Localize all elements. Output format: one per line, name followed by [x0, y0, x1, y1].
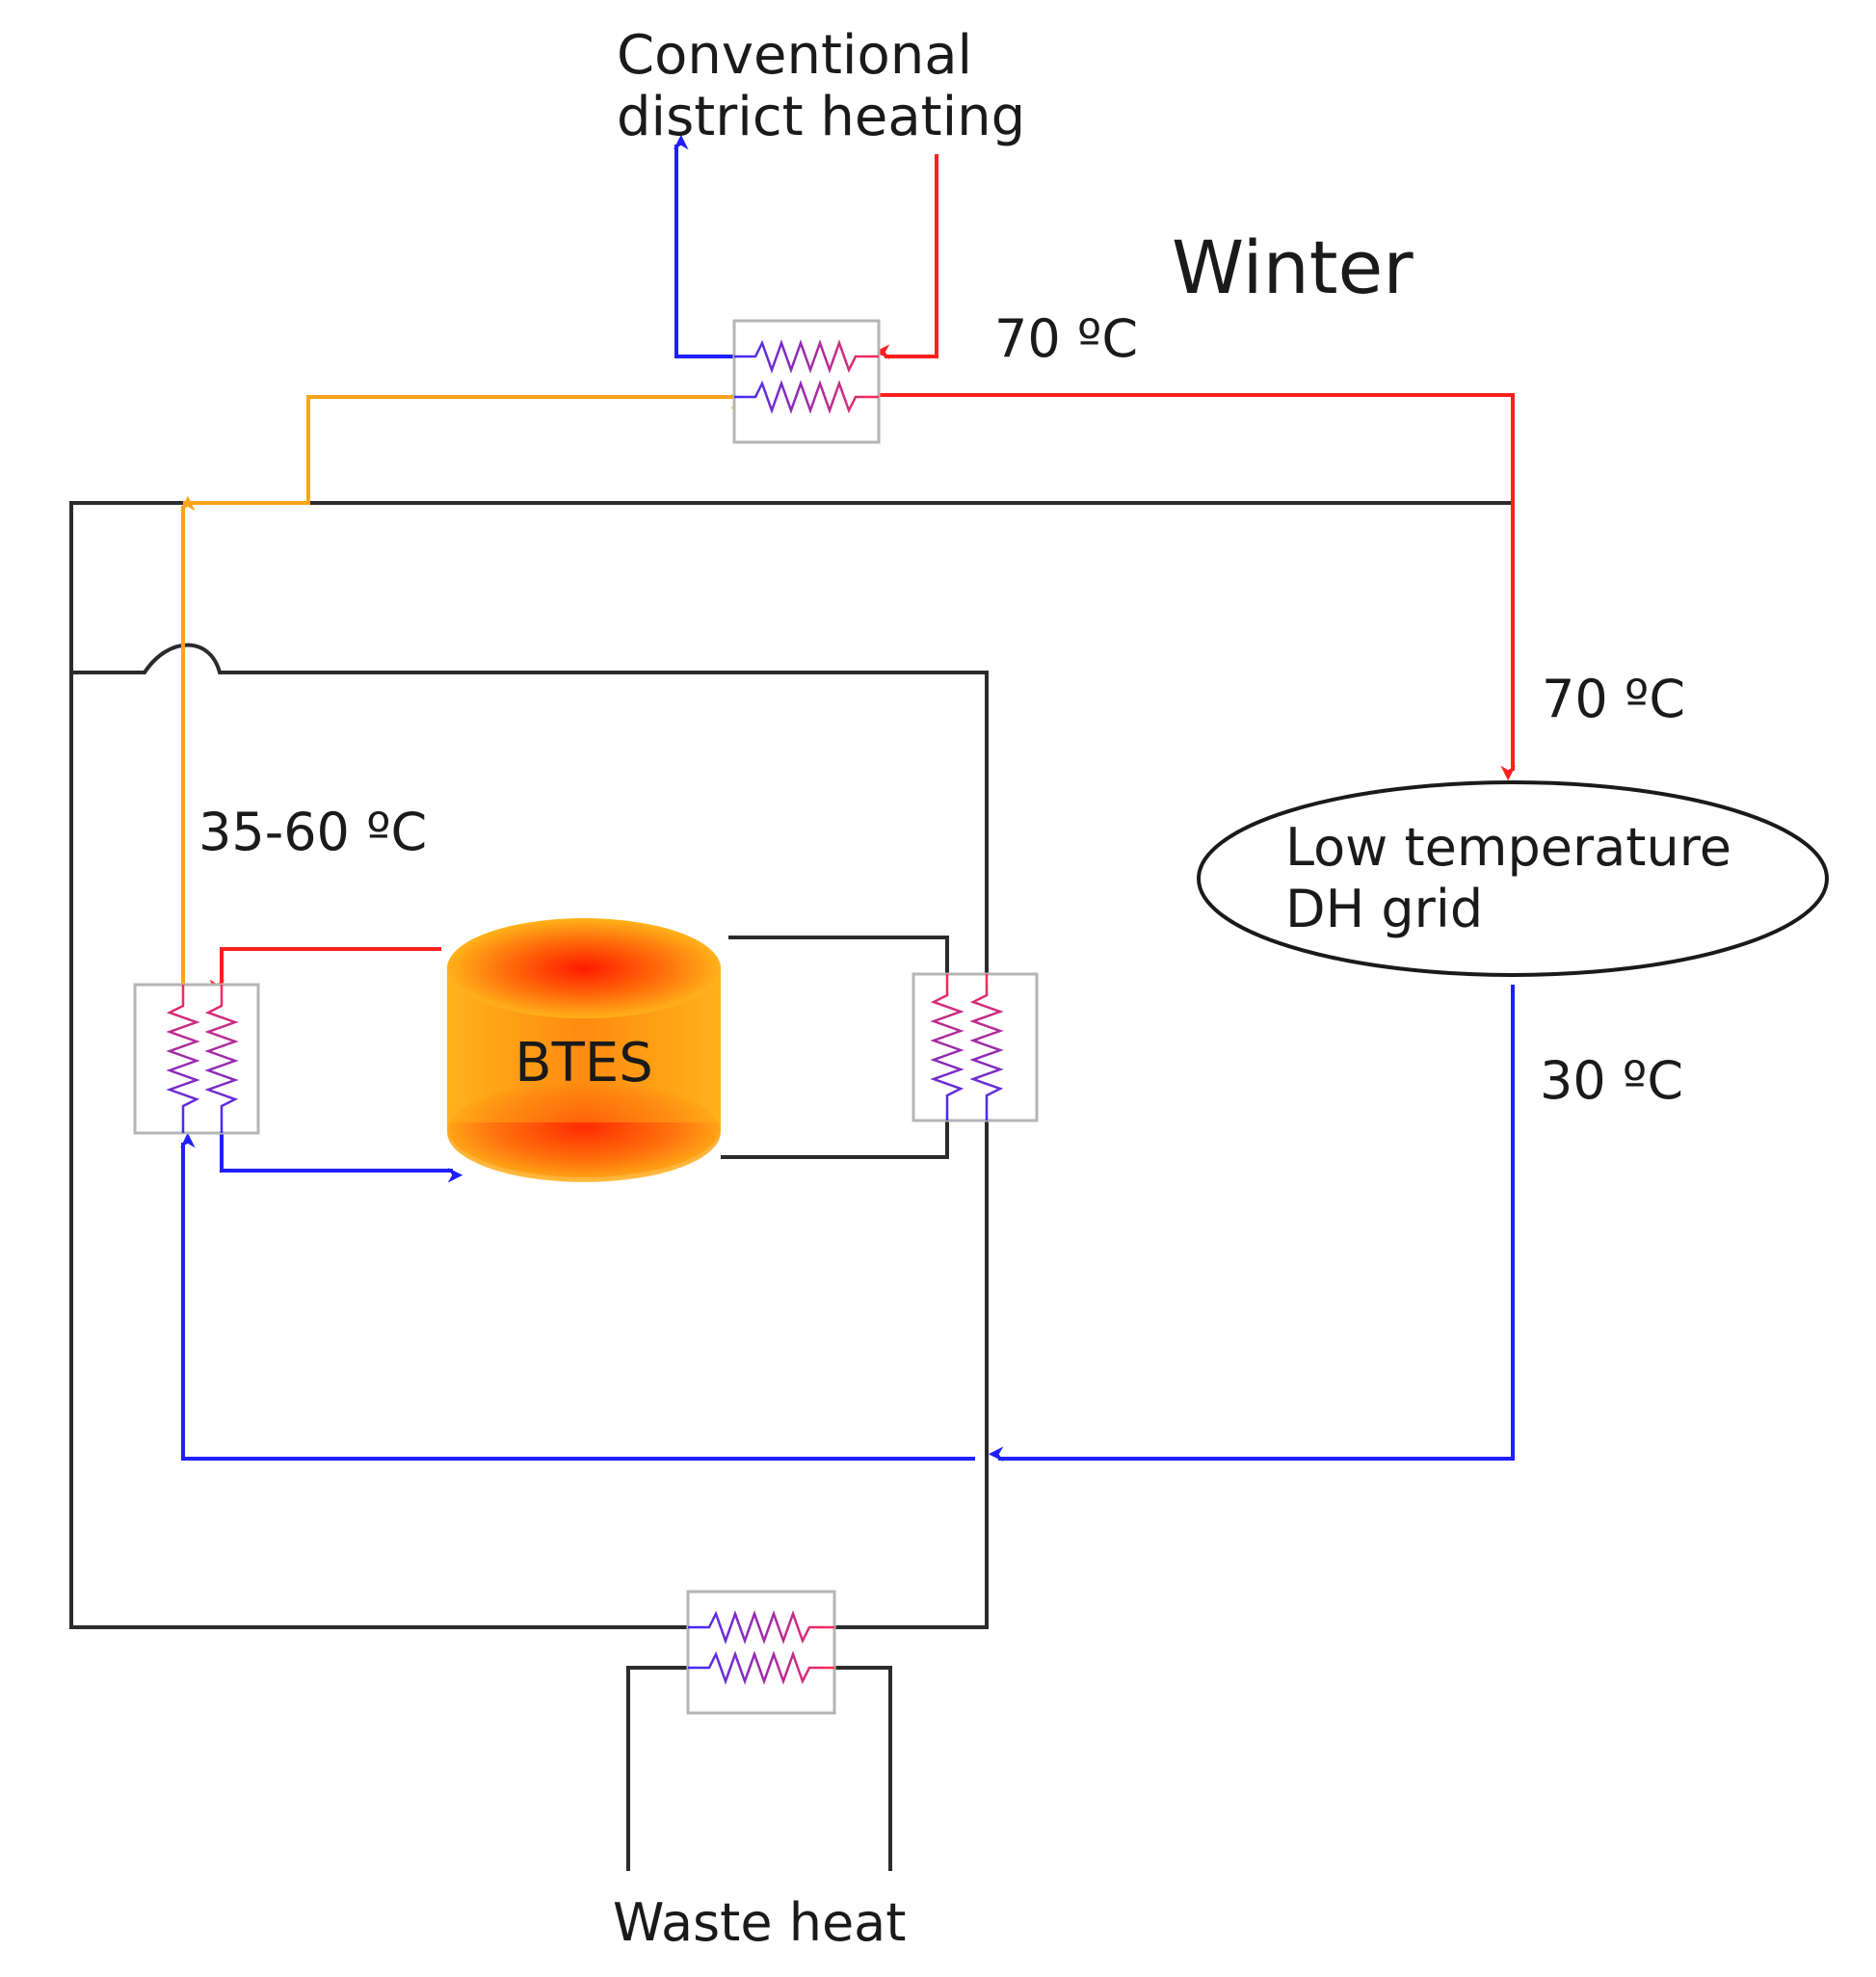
- grid-label-line2: DH grid: [1285, 879, 1483, 939]
- btes-cylinder-top: [447, 918, 721, 1018]
- grid-return-pipe-west: [180, 1132, 975, 1461]
- btes-output-temperature: 35-60 ºC: [198, 802, 427, 862]
- conventional-dh-label-line2: district heating: [617, 86, 1025, 148]
- inner-loop-pipe: [71, 643, 989, 1629]
- coil-icon: [204, 985, 239, 1133]
- season-title: Winter: [1172, 224, 1414, 310]
- hot-pipes: [209, 154, 1516, 995]
- coil-icon: [688, 1610, 834, 1645]
- waste-heat-exchanger: [686, 1590, 836, 1715]
- grid-label-line1: Low temperature: [1285, 817, 1731, 878]
- grid-ellipse: [1197, 780, 1829, 977]
- coil-icon: [688, 1650, 834, 1685]
- coil-icon: [734, 380, 879, 414]
- btes-bottom-to-hx-pipe: [721, 1120, 949, 1159]
- coil-icon: [734, 339, 879, 374]
- btes-side-heat-exchanger: [133, 983, 260, 1135]
- coil-icon: [166, 985, 200, 1133]
- grid-return-pipe-east: [988, 985, 1515, 1462]
- low-temp-dh-grid-node: Low temperature DH grid: [1197, 780, 1829, 977]
- top-heat-exchanger: [732, 319, 881, 444]
- neutral-pipes: [69, 501, 1513, 1871]
- coil-icon: [930, 974, 964, 1120]
- btes-discharge-pipe: [209, 947, 441, 995]
- waste-heat-label: Waste heat: [613, 1892, 906, 1953]
- coil-icon: [969, 974, 1004, 1120]
- waste-heat-outlet-pipe: [834, 1666, 892, 1871]
- btes-label: BTES: [515, 1032, 653, 1094]
- warm-pipes: [180, 394, 747, 985]
- conventional-dh-label-line1: Conventional: [617, 24, 972, 87]
- btes-top-to-hx-pipe: [728, 936, 949, 974]
- btes-storage: BTES: [447, 918, 721, 1182]
- grid-return-temperature: 30 ºC: [1540, 1050, 1683, 1111]
- outer-loop-pipe: [69, 501, 1513, 1629]
- grid-supply-temperature: 70 ºC: [1542, 669, 1685, 729]
- preheat-to-top-hx-pipe: [183, 394, 747, 505]
- conventional-supply-pipe: [874, 154, 938, 359]
- waste-heat-inlet-pipe: [626, 1666, 688, 1871]
- top-supply-temperature: 70 ºC: [994, 308, 1138, 369]
- conventional-return-pipe: [674, 134, 734, 358]
- grid-supply-pipe: [877, 393, 1516, 781]
- cold-pipes: [180, 134, 1515, 1462]
- btes-charge-pipe: [220, 1133, 463, 1183]
- right-heat-exchanger: [912, 972, 1039, 1122]
